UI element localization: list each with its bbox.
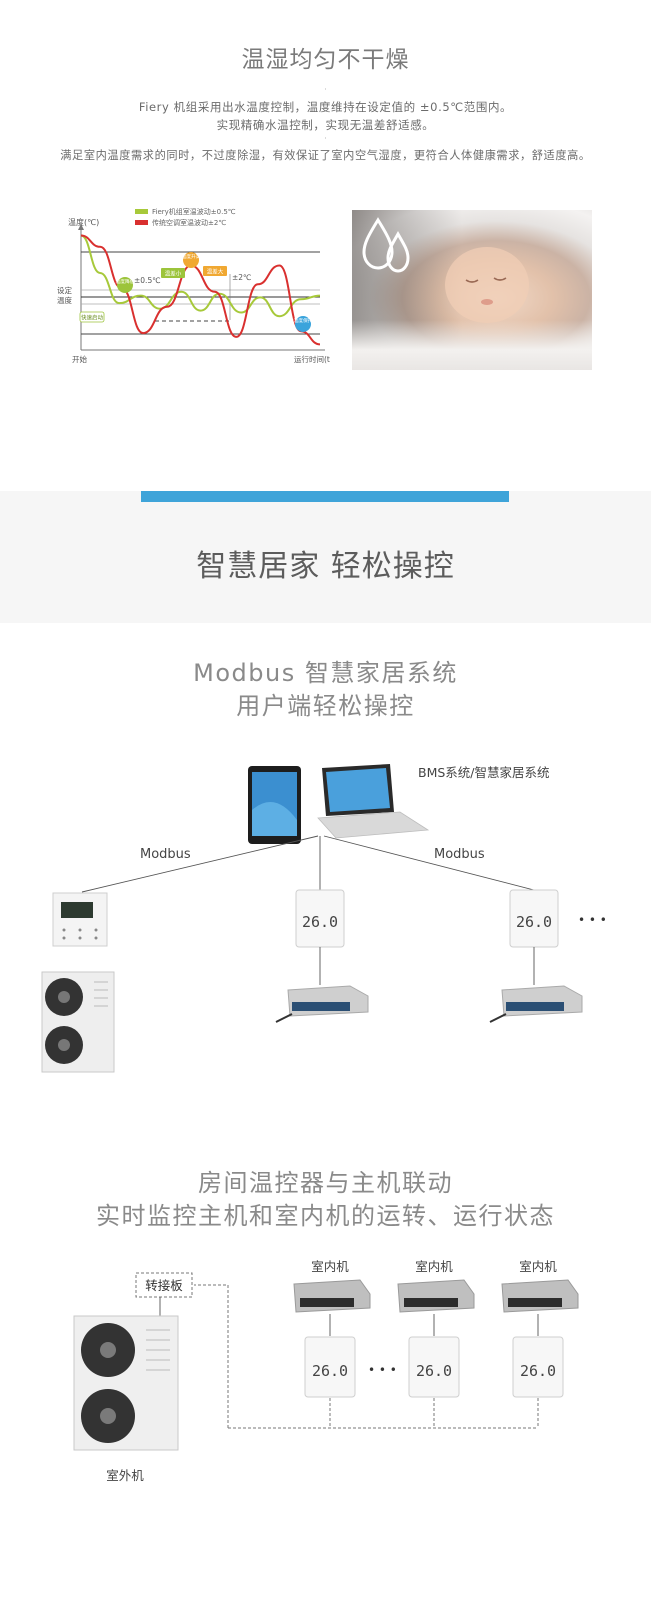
set-temp-label-1: 设定 xyxy=(57,285,72,295)
annotation-fast-start-text: 快速启动 xyxy=(81,314,104,322)
modbus-right-label: Modbus xyxy=(434,847,485,862)
modbus-diagram: BMS系统/智慧家居系统 Modbus Modbus 26.0 26.0 • •… xyxy=(41,764,607,1073)
water-drops-icon xyxy=(362,217,410,273)
set-temp-label-2: 温度 xyxy=(57,295,72,305)
thermostat-reading: 26.0 xyxy=(516,913,552,931)
section1-line2: 实现精确水温控制，实现无温差舒适感。 xyxy=(216,118,435,132)
legend-swatch-fiery xyxy=(135,209,148,214)
outdoor-unit-label: 室外机 xyxy=(106,1468,144,1483)
indoor-unit-label: 室内机 xyxy=(519,1259,557,1274)
sleeping-baby-photo xyxy=(352,210,592,370)
indoor-unit-label: 室内机 xyxy=(311,1259,349,1274)
annotation-fast-start xyxy=(79,311,105,323)
temperature-chart: Fiery机组室温波动±0.5℃ 传统空调室温波动±2℃ 温度(℃) 开始 运行… xyxy=(57,207,330,364)
accent-bar xyxy=(141,491,509,502)
section3-title-2: 实时监控主机和室内机的运转、运行状态 xyxy=(96,1202,555,1230)
section2-title-1: Modbus 智慧家居系统 xyxy=(193,659,458,687)
section2-title-2: 用户端轻松操控 xyxy=(236,692,415,720)
section3-title-1: 房间温控器与主机联动 xyxy=(198,1169,453,1197)
thermostat-reading: 26.0 xyxy=(520,1362,556,1380)
adapter-wire xyxy=(194,1284,229,1428)
annotation-temp-hold xyxy=(295,316,311,332)
cassette-unit-icon xyxy=(293,1279,371,1313)
indoor-unit-label: 室内机 xyxy=(415,1259,453,1274)
divider-dot: · xyxy=(324,85,327,94)
duct-unit-icon xyxy=(287,985,369,1017)
modbus-left-label: Modbus xyxy=(140,847,191,862)
annotation-large-diff-text: 温差大 xyxy=(207,268,224,276)
bms-label: BMS系统/智慧家居系统 xyxy=(418,765,550,780)
outdoor-unit-icon xyxy=(73,1315,179,1451)
duct-unit-icon xyxy=(501,985,583,1017)
section1-line3: 满足室内温度需求的同时，不过度除湿，有效保证了室内空气湿度，更符合人体健康需求，… xyxy=(60,149,591,162)
annotation-temp-drop-text: 温度降低 xyxy=(115,278,134,285)
thermostat-reading: 26.0 xyxy=(416,1362,452,1380)
photo-blanket xyxy=(352,320,592,370)
adapter-board-label: 转接板 xyxy=(145,1278,183,1293)
more-units-ellipsis: • • • xyxy=(368,1363,397,1377)
laptop-screen xyxy=(326,768,390,812)
cassette-unit-icon xyxy=(397,1279,475,1313)
smart-home-band xyxy=(0,491,651,623)
annotation-small-diff xyxy=(161,268,185,278)
adapter-board-box xyxy=(135,1272,193,1298)
thermostat-reading: 26.0 xyxy=(312,1362,348,1380)
modbus-line-right xyxy=(323,835,535,891)
y-axis-arrow xyxy=(78,224,84,230)
annotation-temp-drop xyxy=(117,277,133,293)
cassette-unit-icon xyxy=(501,1279,579,1313)
annotation-temp-rise-text: 温度升高 xyxy=(181,253,200,260)
section1-title: 温湿均匀不干燥 xyxy=(241,47,410,73)
baby-face-shape xyxy=(445,247,529,323)
inner-band-label: ±0.5℃ xyxy=(134,276,161,285)
band-title: 智慧居家 轻松操控 xyxy=(196,549,455,584)
x-axis-start-label: 开始 xyxy=(72,354,87,364)
thermostat-icon xyxy=(408,1336,460,1398)
annotation-large-diff xyxy=(203,266,227,276)
divider-dot: · xyxy=(324,134,327,143)
annotation-small-diff-text: 温差小 xyxy=(165,270,182,278)
thermostat-icon xyxy=(512,1336,564,1398)
wired-controller-screen xyxy=(61,902,93,918)
legend-label-traditional: 传统空调室温波动±2℃ xyxy=(152,218,226,227)
laptop-base xyxy=(317,811,430,839)
more-units-ellipsis: • • • xyxy=(578,913,607,927)
modbus-line-left xyxy=(81,835,319,893)
linkage-diagram: 室内机 室内机 室内机 26.0 26.0 26.0 • • • 转接板 室外机 xyxy=(73,1259,579,1483)
legend-swatch-traditional xyxy=(135,220,148,225)
outer-band-label: ±2℃ xyxy=(232,273,251,282)
x-axis-label: 运行时间(t) xyxy=(294,354,330,364)
thermostat-reading: 26.0 xyxy=(302,913,338,931)
thermostat-icon xyxy=(304,1336,356,1398)
y-axis-label: 温度(℃) xyxy=(68,217,99,227)
annotation-temp-hold-text: 温度保持 xyxy=(293,317,312,324)
annotation-temp-rise xyxy=(183,252,199,268)
section1-line1: Fiery 机组采用出水温度控制，温度维持在设定值的 ±0.5℃范围内。 xyxy=(138,100,513,114)
series-line-fiery xyxy=(80,234,321,318)
legend-label-fiery: Fiery机组室温波动±0.5℃ xyxy=(152,207,236,216)
